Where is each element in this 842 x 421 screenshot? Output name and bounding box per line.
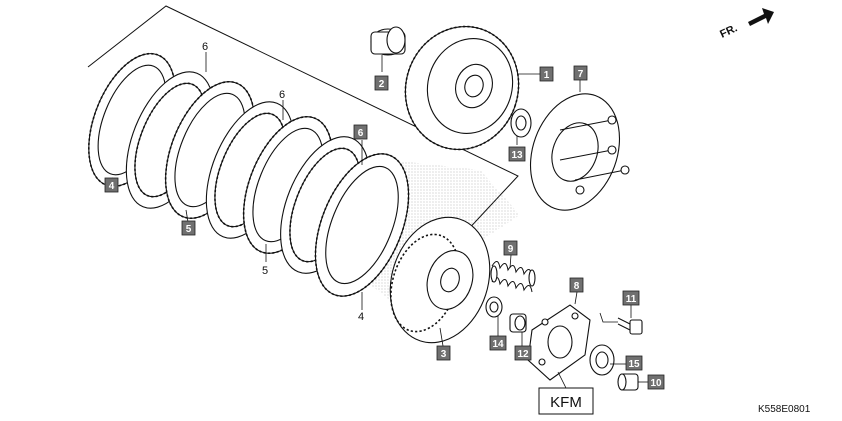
leader-lines bbox=[111, 52, 648, 389]
svg-text:4: 4 bbox=[109, 181, 115, 192]
callout-2: 2 bbox=[374, 75, 389, 91]
front-direction-label: FR. bbox=[718, 22, 739, 40]
clutch-center bbox=[389, 216, 491, 344]
lock-nut bbox=[509, 313, 527, 333]
svg-text:7: 7 bbox=[578, 69, 584, 80]
callout-13: 13 bbox=[508, 146, 526, 162]
callout-10: 10 bbox=[647, 374, 665, 390]
svg-text:15: 15 bbox=[628, 359, 640, 370]
bolt bbox=[617, 317, 643, 335]
svg-text:3: 3 bbox=[441, 349, 447, 360]
svg-text:6: 6 bbox=[358, 128, 364, 139]
plain-label-5: 5 bbox=[262, 265, 268, 277]
svg-text:11: 11 bbox=[626, 294, 637, 305]
callout-4: 4 bbox=[104, 177, 119, 193]
callout-9: 9 bbox=[503, 240, 518, 256]
plain-label-4: 4 bbox=[358, 311, 364, 323]
callout-14: 14 bbox=[489, 335, 507, 351]
svg-text:14: 14 bbox=[492, 339, 504, 350]
clutch-spring bbox=[490, 261, 536, 293]
svg-text:2: 2 bbox=[379, 79, 385, 90]
callout-3: 3 bbox=[436, 345, 451, 361]
callout-15: 15 bbox=[625, 355, 643, 371]
callout-5: 5 bbox=[181, 220, 196, 236]
clutch-outer bbox=[404, 25, 520, 151]
svg-text:5: 5 bbox=[186, 224, 192, 235]
callout-8: 8 bbox=[569, 277, 584, 293]
callout-6: 6 bbox=[353, 124, 368, 140]
plain-label-6-b: 6 bbox=[279, 89, 285, 101]
washer-14 bbox=[485, 296, 503, 318]
bushing bbox=[370, 26, 406, 56]
callout-1: 1 bbox=[539, 66, 554, 82]
svg-text:9: 9 bbox=[508, 244, 514, 255]
diagram-code: K558E0801 bbox=[758, 404, 811, 415]
callout-7: 7 bbox=[573, 65, 588, 81]
svg-text:8: 8 bbox=[574, 281, 580, 292]
plain-label-6-a: 6 bbox=[202, 41, 208, 53]
svg-text:1: 1 bbox=[544, 70, 550, 81]
clutch-disc-4-front bbox=[314, 153, 410, 297]
lifter-plate bbox=[527, 304, 591, 381]
thrust-washer bbox=[510, 108, 532, 138]
callout-11: 11 bbox=[622, 290, 640, 306]
tool-label: KFM bbox=[550, 394, 582, 411]
svg-text:10: 10 bbox=[650, 378, 662, 389]
svg-text:12: 12 bbox=[517, 349, 529, 360]
collar-bolt bbox=[617, 373, 639, 391]
tool-label-box: KFM bbox=[538, 387, 594, 415]
pressure-plate bbox=[529, 93, 630, 211]
svg-text:13: 13 bbox=[511, 150, 523, 161]
front-arrow-icon bbox=[748, 8, 774, 26]
front-direction-indicator: FR. bbox=[718, 8, 774, 41]
lifter-bearing bbox=[589, 344, 615, 376]
callout-12: 12 bbox=[514, 345, 532, 361]
